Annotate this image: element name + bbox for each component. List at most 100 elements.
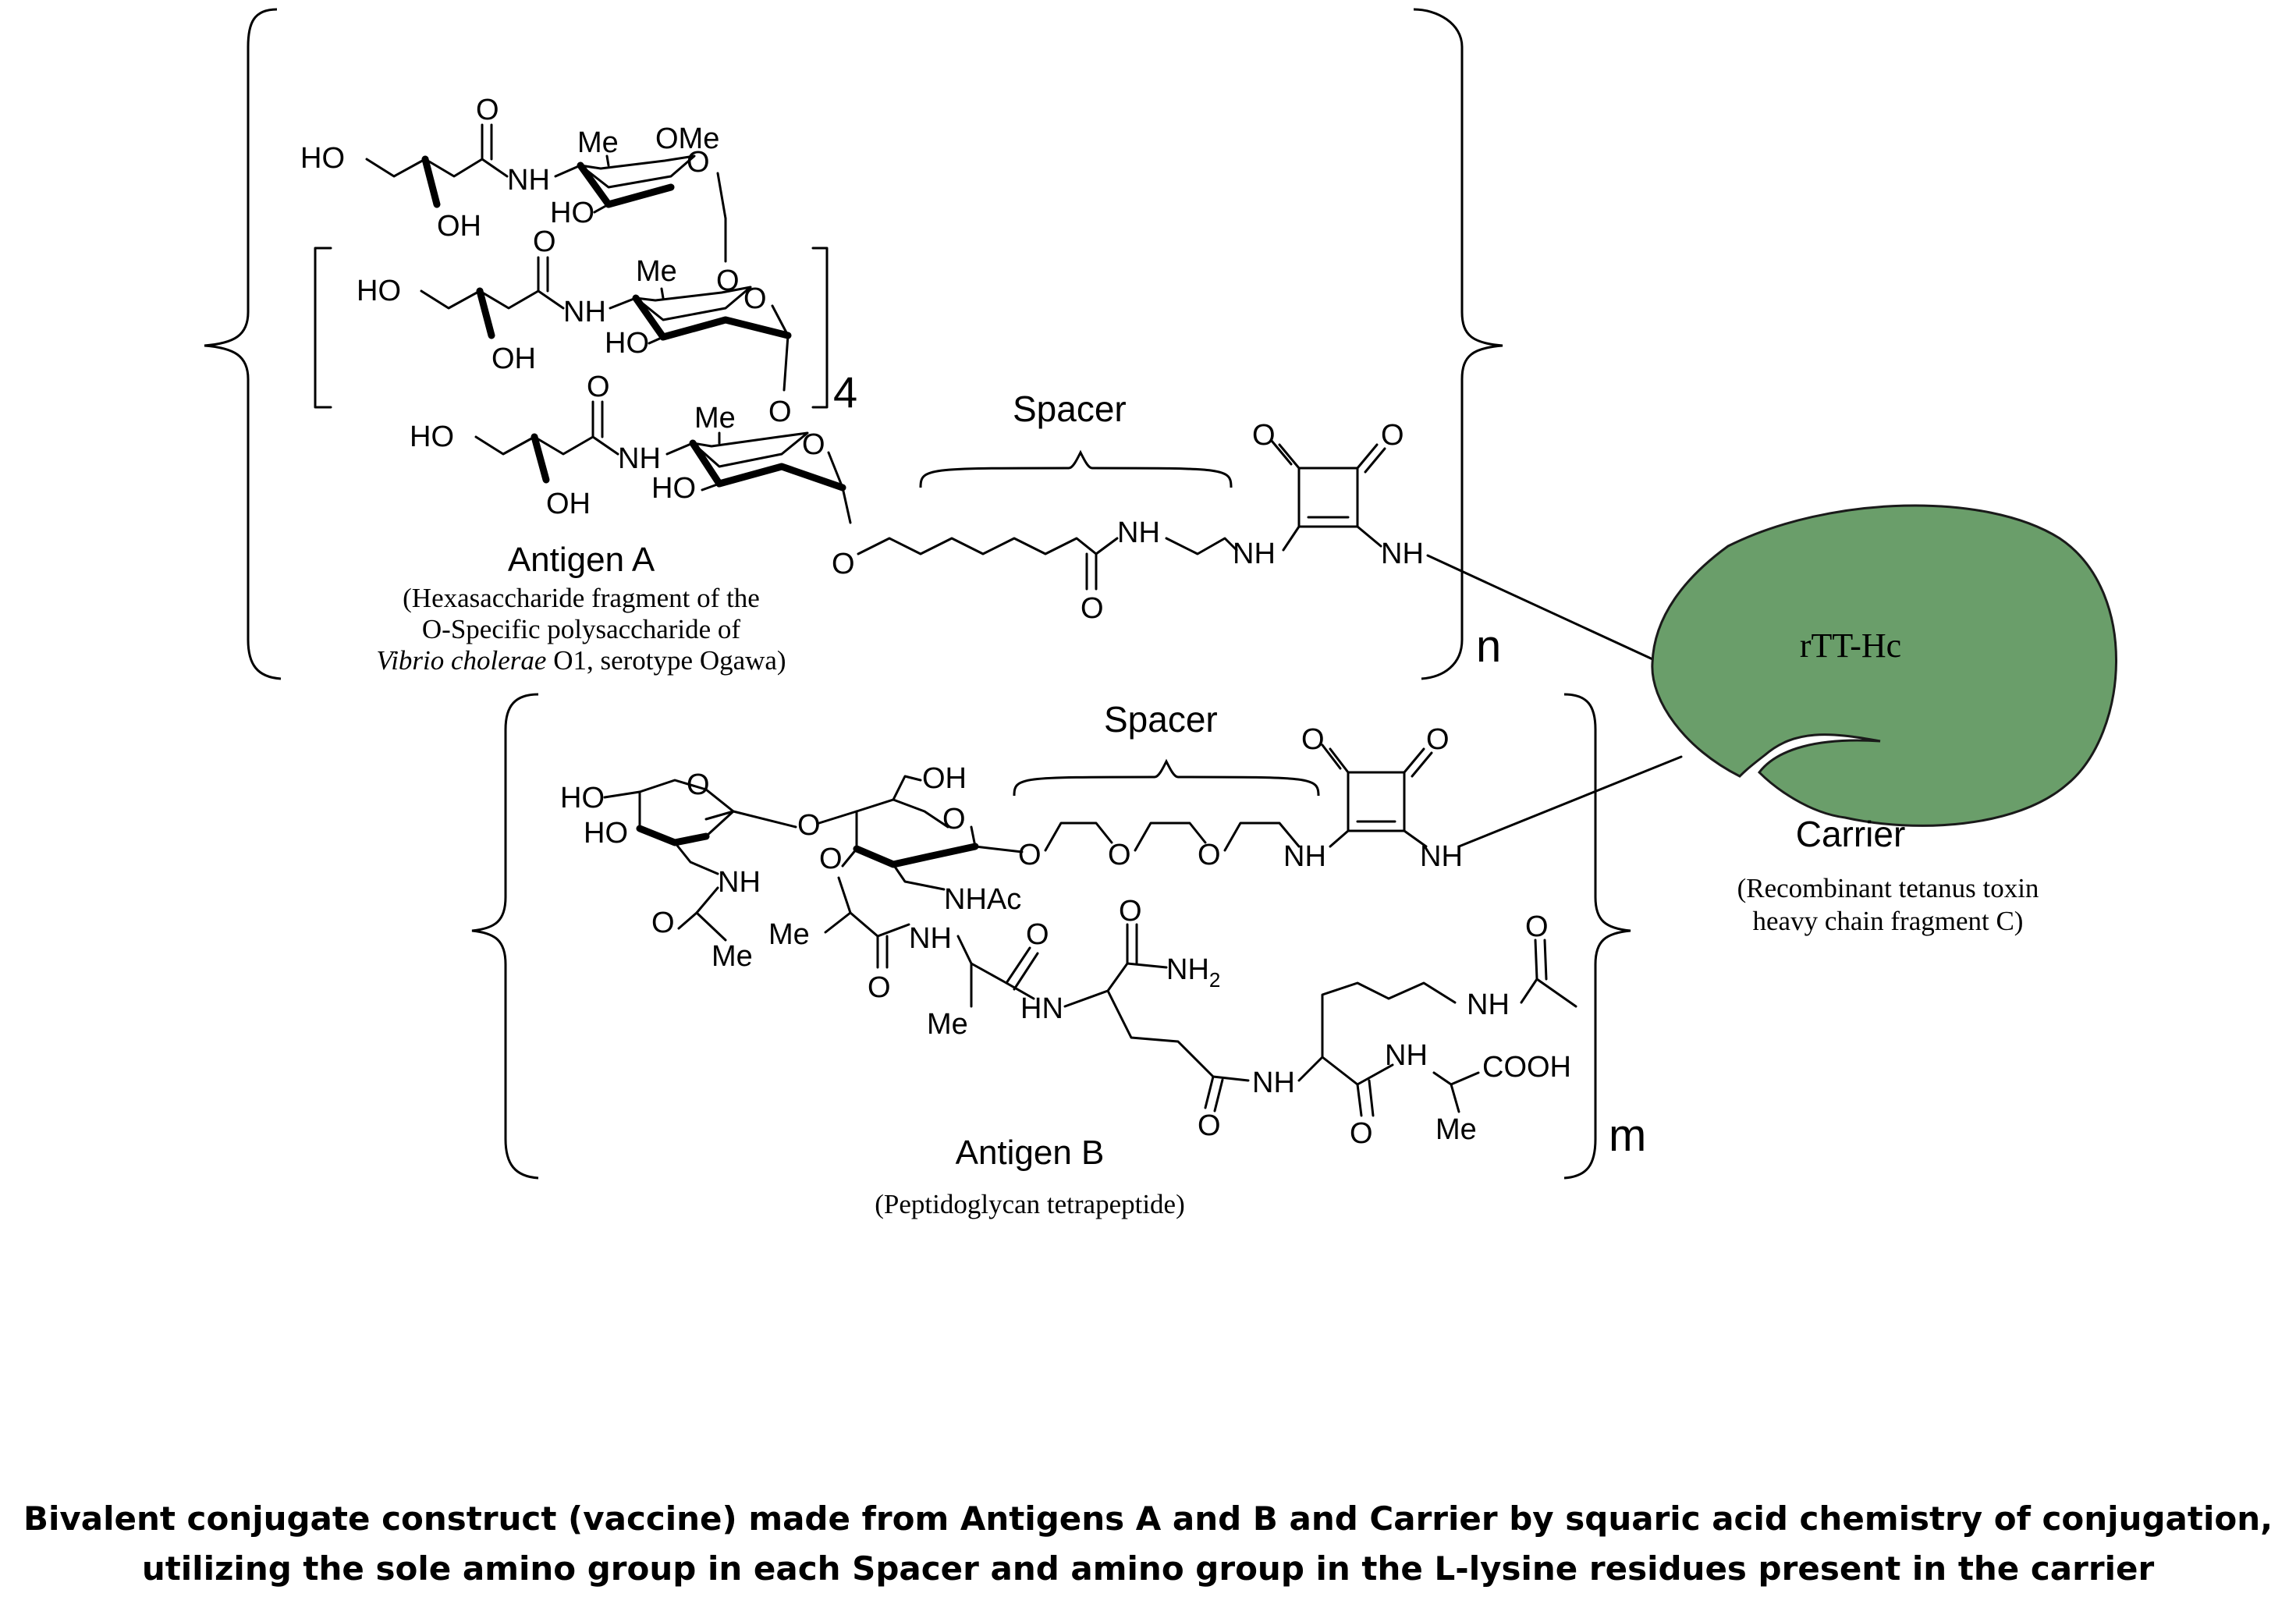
atom-o: O: [1081, 592, 1104, 625]
atom-ho: HO: [560, 782, 605, 814]
carrier-blob: [1651, 504, 2117, 827]
linker-b-to-carrier: [1457, 755, 1683, 848]
antigen-b-right-brace: [1563, 693, 1631, 1180]
atom-o: O: [797, 809, 821, 842]
carrier-title: Carrier: [1796, 814, 1906, 854]
atom-ho: HO: [651, 472, 696, 505]
atom-nh: NH: [618, 442, 661, 475]
atom-o: O: [1381, 419, 1404, 452]
atom-nh: NH: [1420, 840, 1463, 873]
atom-me: Me: [694, 402, 736, 435]
atom-o: O: [687, 146, 710, 179]
antigen-a-spacer: Spacer O NH NH: [857, 389, 1276, 625]
atom-o: O: [651, 907, 675, 939]
atom-hn: HN: [1020, 992, 1063, 1025]
atom-ho: HO: [357, 275, 401, 307]
atom-nh: NH: [718, 866, 761, 899]
atom-ho: HO: [550, 197, 594, 229]
atom-nh: NH: [1385, 1039, 1428, 1072]
atom-ho: HO: [584, 817, 628, 850]
antigen-a-multiplicity: n: [1476, 621, 1501, 672]
carrier-blob-label: rTT-Hc: [1800, 626, 1901, 665]
antigen-b-desc: (Peptidoglycan tetrapeptide): [875, 1189, 1185, 1219]
atom-o: O: [768, 396, 792, 428]
antigen-a-right-brace: [1413, 8, 1503, 680]
antigen-b-peptide: Me O NH Me O HN O NH2 O NH O NH O: [768, 876, 1577, 1150]
atom-o: O: [832, 548, 855, 580]
antigen-a-residue-middle: HO OH O NH HO Me O O: [357, 225, 792, 428]
atom-o: O: [1301, 723, 1325, 756]
atom-o: O: [1018, 839, 1042, 871]
atom-o: O: [587, 371, 610, 403]
carrier-desc-1: (Recombinant tetanus toxin: [1737, 873, 2039, 903]
atom-cooh: COOH: [1482, 1051, 1571, 1084]
atom-nh: NH: [563, 296, 606, 328]
antigen-a-residue-bottom: HO OH O NH HO Me O O: [410, 371, 855, 580]
atom-o: O: [1350, 1117, 1373, 1150]
atom-oh: OH: [491, 342, 536, 375]
atom-o: O: [868, 971, 891, 1004]
antigen-a-desc-2: O-Specific polysaccharide of: [422, 614, 741, 644]
antigen-a-left-brace: [204, 8, 282, 680]
spacer-b-label: Spacer: [1104, 699, 1218, 740]
atom-o: O: [1426, 723, 1450, 756]
repeat-right-bracket: [811, 247, 829, 409]
caption-line-2: utilizing the sole amino group in each S…: [141, 1549, 2155, 1588]
spacer-a-label: Spacer: [1013, 389, 1127, 429]
antigen-a-group: 4 HO OH O NH HO Me OMe O O HO: [204, 8, 1503, 680]
atom-o: O: [942, 803, 966, 836]
spacer-a-brace: [919, 449, 1233, 488]
antigen-b-multiplicity: m: [1609, 1110, 1646, 1161]
atom-o: O: [743, 282, 767, 315]
atom-o: O: [1252, 419, 1276, 452]
linker-a-to-carrier: [1426, 554, 1671, 669]
antigen-a-desc-3: Vibrio cholerae O1, serotype Ogawa): [376, 645, 786, 676]
atom-nh: NH: [1381, 538, 1424, 570]
atom-o: O: [1198, 1109, 1221, 1142]
atom-nh: NH: [1117, 516, 1160, 549]
atom-oh: OH: [437, 210, 481, 243]
antigen-b-left-brace: [471, 693, 539, 1180]
atom-o: O: [533, 225, 556, 258]
repeat-count: 4: [833, 367, 857, 417]
atom-o: O: [1026, 918, 1049, 951]
atom-o: O: [687, 768, 710, 801]
atom-nh2: NH2: [1166, 953, 1220, 992]
antigen-b-group: HO HO O NH O Me O OH O O NHAc O: [471, 693, 1646, 1219]
atom-me: Me: [1435, 1113, 1477, 1146]
carrier-group: rTT-Hc Carrier (Recombinant tetanus toxi…: [1426, 504, 2117, 936]
repeat-left-bracket: [314, 247, 332, 409]
carrier-desc-2: heavy chain fragment C): [1753, 906, 2024, 936]
atom-o: O: [1119, 895, 1142, 928]
atom-me: Me: [927, 1008, 968, 1041]
atom-o: O: [819, 843, 843, 875]
atom-nh: NH: [507, 164, 550, 197]
atom-nh: NH: [1283, 840, 1326, 873]
atom-nh: NH: [1467, 988, 1510, 1021]
atom-ome: OMe: [655, 122, 719, 155]
antigen-b-spacer: Spacer O O NH: [1013, 699, 1326, 873]
antigen-b-title: Antigen B: [956, 1134, 1105, 1172]
atom-o: O: [1525, 910, 1549, 943]
atom-nh: NH: [1252, 1066, 1295, 1099]
atom-o: O: [1198, 839, 1221, 871]
atom-nh: NH: [1233, 538, 1276, 570]
atom-o: O: [1108, 839, 1131, 871]
atom-oh: OH: [546, 488, 591, 520]
atom-me: Me: [768, 918, 810, 951]
figure-caption: Bivalent conjugate construct (vaccine) m…: [0, 1494, 2296, 1594]
antigen-a-desc-1: (Hexasaccharide fragment of the: [403, 583, 760, 613]
atom-o: O: [802, 428, 825, 461]
atom-ho: HO: [410, 421, 454, 453]
atom-me: Me: [636, 255, 677, 288]
antigen-a-squarate: O O NH: [1252, 419, 1424, 570]
atom-ho: HO: [605, 327, 649, 360]
atom-nhac: NHAc: [944, 883, 1021, 916]
antigen-b-squarate: O O NH: [1301, 723, 1463, 873]
atom-me: Me: [712, 940, 753, 973]
antigen-a-title: Antigen A: [508, 541, 655, 579]
atom-ho: HO: [300, 142, 345, 175]
atom-nh: NH: [909, 922, 952, 955]
spacer-b-brace: [1013, 758, 1320, 797]
